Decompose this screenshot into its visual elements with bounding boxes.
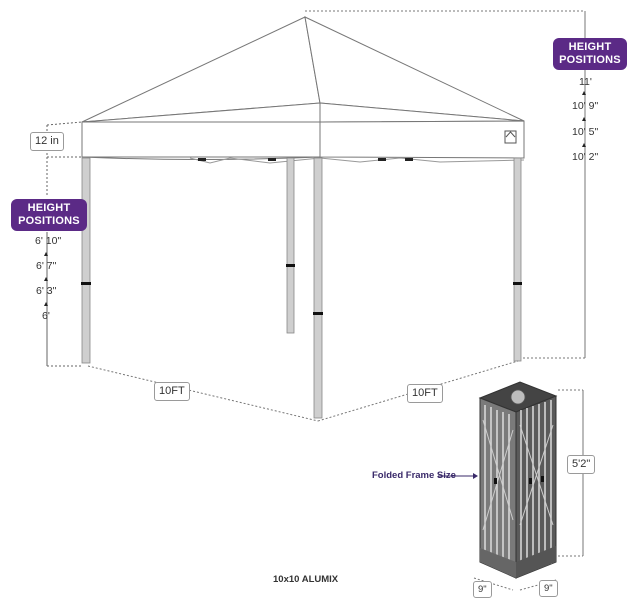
right-position-4: 10' 2" [572,151,599,163]
up-arrow-icon [44,302,48,306]
base-line-left [87,365,319,422]
right-position-3: 10' 5" [572,126,599,138]
eave-height-label: 12 in [30,132,64,151]
arrow-right-icon [473,473,478,479]
leg-back [286,157,295,334]
up-arrow-icon [582,143,586,147]
canopy-roof [81,16,525,123]
width-label-right: 10FT [407,384,443,403]
badge-right-line2: POSITIONS [559,54,621,66]
canopy-valance [81,120,525,160]
width-label-left: 10FT [154,382,190,401]
leg-right [513,157,522,362]
height-positions-badge-right: HEIGHT POSITIONS [553,38,627,70]
folded-width-label-a: 9" [473,581,492,598]
badge-left-line2: POSITIONS [18,215,80,227]
brand-logo-icon [504,130,517,144]
up-arrow-icon [44,252,48,256]
left-position-1: 6' 10" [35,235,62,247]
leg-front-left [81,157,91,364]
right-position-2: 10' 9" [572,100,599,112]
folded-frame-illustration [478,381,558,579]
folded-frame-label: Folded Frame Size [372,470,456,481]
folded-width-label-b: 9" [539,580,558,597]
product-caption: 10x10 ALUMIX [273,574,339,585]
up-arrow-icon [582,117,586,121]
left-position-4: 6' [42,310,50,322]
badge-left-line1: HEIGHT [27,202,71,214]
folded-height-label: 5'2" [567,455,596,474]
up-arrow-icon [582,91,586,95]
right-position-1: 11' [579,76,592,88]
canopy-legs [81,157,522,419]
up-arrow-icon [44,277,48,281]
badge-right-line1: HEIGHT [568,41,612,53]
leg-front-center [313,157,323,419]
height-positions-badge-left: HEIGHT POSITIONS [11,199,87,231]
left-position-2: 6' 7" [36,260,57,272]
left-position-3: 6' 3" [36,285,57,297]
